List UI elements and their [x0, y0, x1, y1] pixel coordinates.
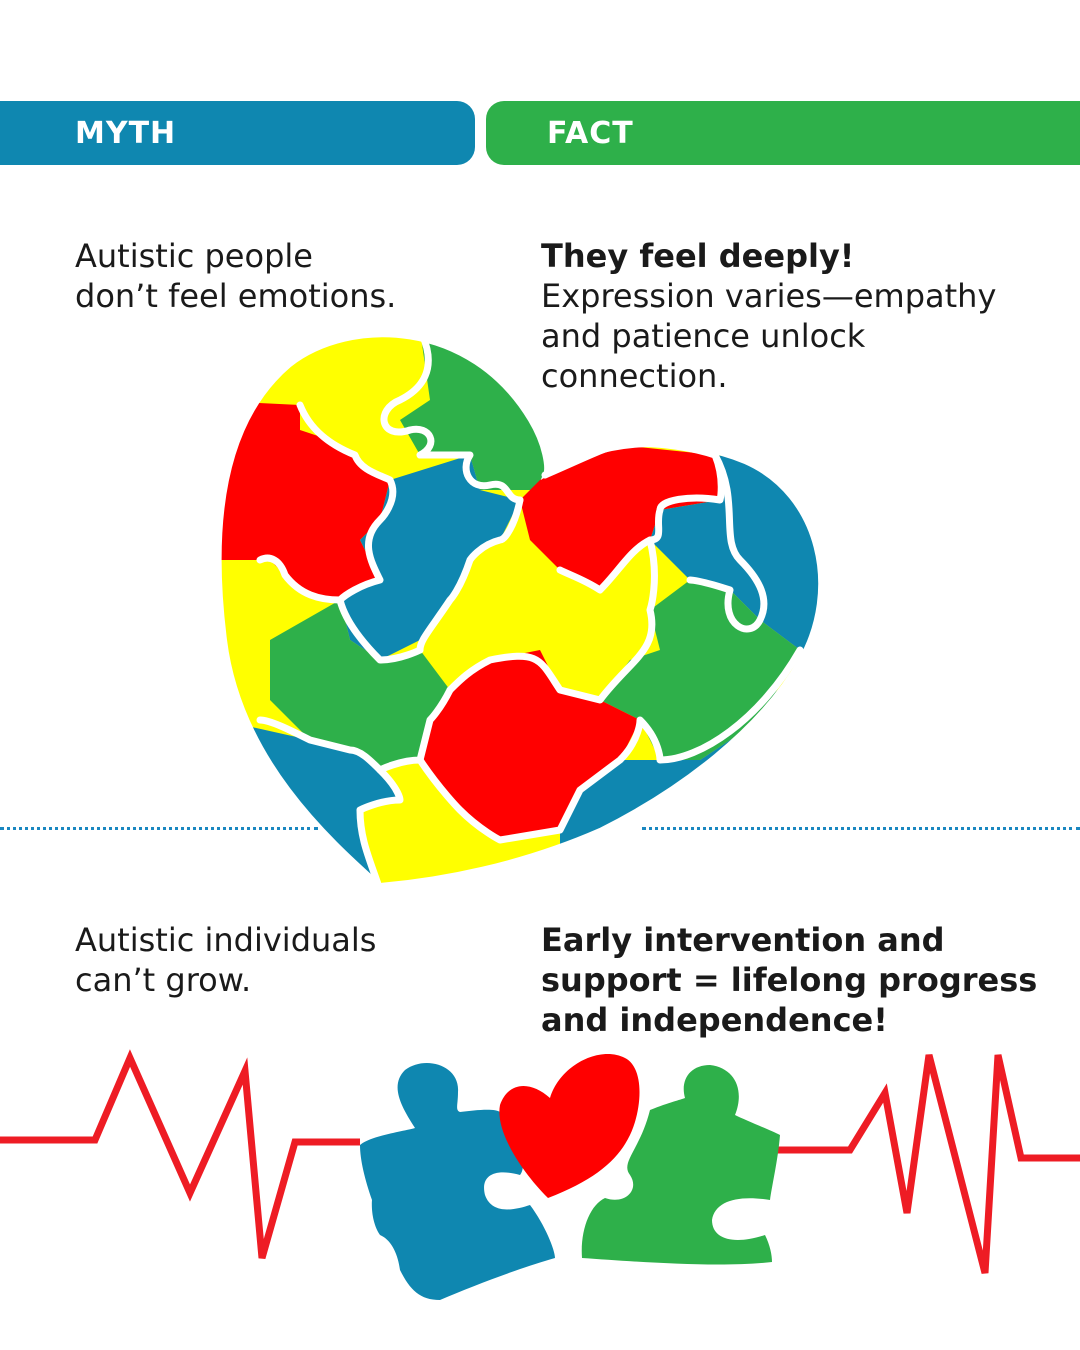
- fact-2-line: and independence!: [541, 1001, 888, 1039]
- divider-right: [642, 827, 1080, 830]
- myth-1-line: don’t feel emotions.: [75, 277, 397, 315]
- myth-2-line: can’t grow.: [75, 961, 252, 999]
- myth-header: MYTH: [0, 101, 475, 165]
- myth-1-text: Autistic people don’t feel emotions.: [75, 236, 396, 316]
- fact-2-line: support = lifelong progress: [541, 961, 1038, 999]
- myth-2-text: Autistic individuals can’t grow.: [75, 920, 376, 1000]
- fact-1-line: connection.: [541, 357, 728, 395]
- fact-header: FACT: [486, 101, 1080, 165]
- fact-2-text: Early intervention and support = lifelon…: [541, 920, 1037, 1040]
- fact-1-line: and patience unlock: [541, 317, 866, 355]
- divider-left: [0, 827, 318, 830]
- fact-1-heading: They feel deeply!: [541, 237, 855, 275]
- myth-1-line: Autistic people: [75, 237, 313, 275]
- fact-2-line: Early intervention and: [541, 921, 945, 959]
- fact-1-text: They feel deeply! Expression varies—empa…: [541, 236, 996, 396]
- myth-2-line: Autistic individuals: [75, 921, 377, 959]
- myth-label: MYTH: [75, 115, 177, 151]
- fact-label: FACT: [547, 115, 634, 151]
- fact-1-line: Expression varies—empathy: [541, 277, 997, 315]
